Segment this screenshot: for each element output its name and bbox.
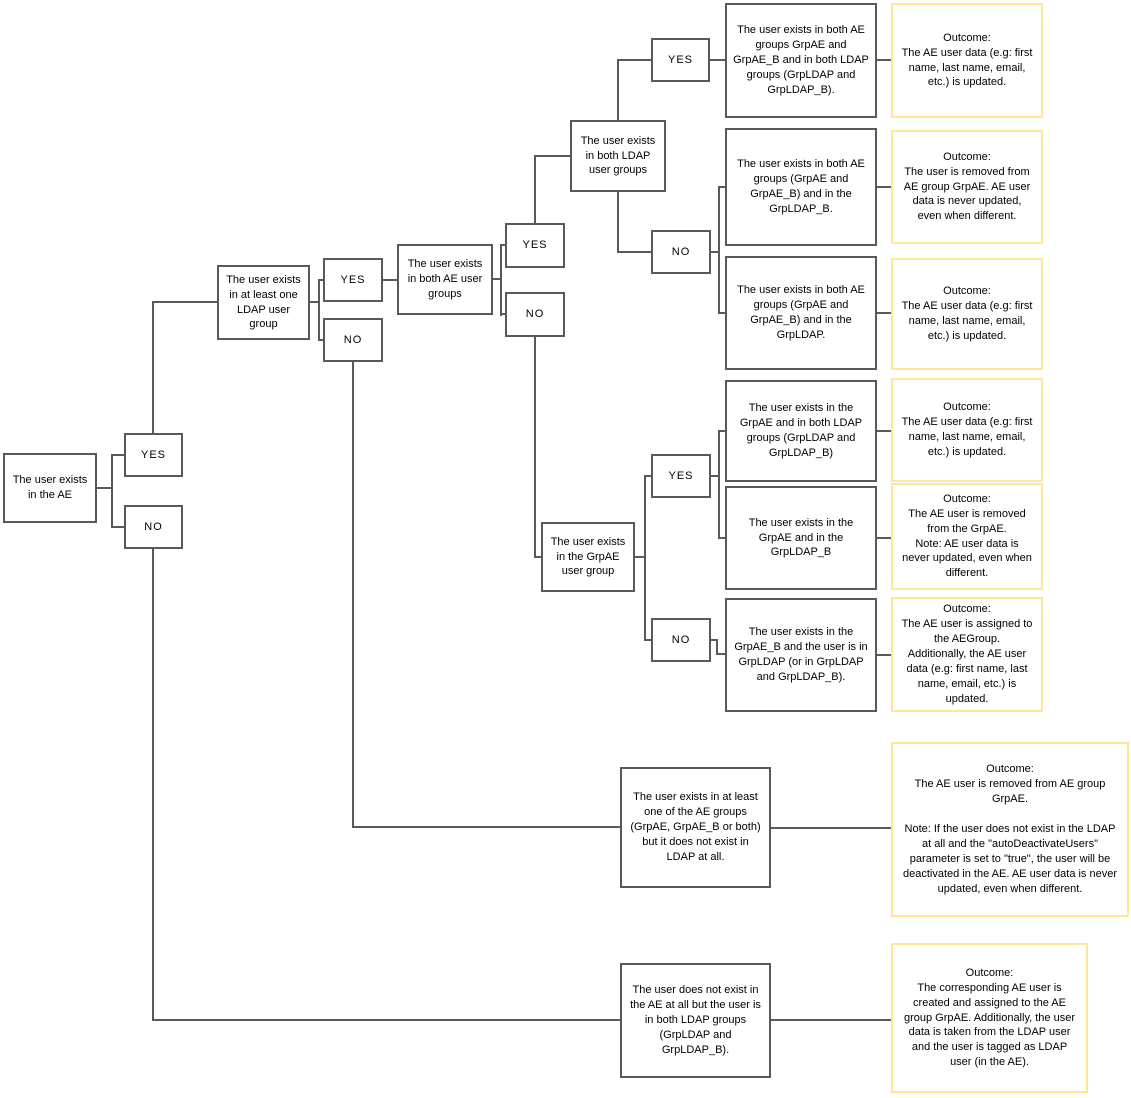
connector-root-branches	[97, 487, 111, 489]
connector-ldap-both-no-branches	[711, 251, 718, 253]
connector-grpae-branches	[644, 639, 651, 641]
branch-grpae-yes: YES	[651, 454, 711, 498]
connector-grpae-branches	[635, 556, 644, 558]
connector-ae-yes-to-ldap-any	[152, 301, 154, 433]
condition-no-ae-both-ldap: The user does not exist in the AE at all…	[620, 963, 771, 1078]
connector-ldap-both-no-branches	[718, 186, 725, 188]
node-user-in-both-ldap-groups: The user exists in both LDAP user groups	[570, 120, 666, 192]
branch-ldap-any-yes: YES	[323, 258, 383, 302]
condition-ae-groups-no-ldap: The user exists in at least one of the A…	[620, 767, 771, 888]
connector-ldap-any-branches	[318, 279, 320, 341]
connector-ldap-both-to-no	[617, 192, 619, 251]
connector-root-branches	[111, 454, 113, 528]
connector-ae-groups-branches	[500, 313, 505, 315]
connector-condition4-outcome4	[877, 430, 891, 432]
connector-grpae-yes-branches	[718, 430, 725, 432]
condition-grpae-grpldap-b: The user exists in the GrpAE and in the …	[725, 486, 877, 590]
connector-ldap-any-branches	[318, 279, 323, 281]
connector-ae-groups-branches	[500, 244, 505, 246]
connector-root-branches	[113, 526, 124, 528]
branch-ae-yes: YES	[124, 433, 183, 477]
branch-ldap-any-no: NO	[323, 318, 383, 362]
connector-grpae-no-to-condition	[711, 639, 718, 641]
connector-ldap-any-no-to-ae-groups-box	[352, 362, 354, 828]
connector-ae-no-to-no-ae-box	[152, 549, 154, 1020]
condition-grpae-b-grpldap: The user exists in the GrpAE_B and the u…	[725, 598, 877, 712]
connector-condition2-outcome2	[877, 186, 891, 188]
connector-ldap-both-to-yes	[617, 59, 651, 61]
outcome-data-updated-2: Outcome: The AE user data (e.g: first na…	[891, 258, 1043, 370]
connector-grpae-branches	[644, 475, 646, 641]
connector-ldap-any-branches	[318, 339, 323, 341]
connector-ae-no-to-no-ae-box	[152, 1019, 620, 1021]
outcome-removed-from-grpae-1: Outcome: The user is removed from AE gro…	[891, 130, 1043, 244]
condition-both-ae-grpldap-b: The user exists in both AE groups (GrpAE…	[725, 128, 877, 246]
connector-grpae-no-to-condition	[716, 639, 718, 655]
connector-condition6-outcome6	[877, 654, 891, 656]
connector-condition8-outcome8	[771, 1019, 891, 1021]
branch-ae-no: NO	[124, 505, 183, 549]
connector-condition3-outcome3	[877, 312, 891, 314]
branch-grpae-no: NO	[651, 618, 711, 662]
outcome-removed-from-grpae-2: Outcome: The AE user is removed from the…	[891, 483, 1043, 590]
connector-grpae-yes-branches	[718, 430, 720, 539]
connector-grpae-yes-branches	[711, 475, 718, 477]
connector-ae-groups-branches	[493, 278, 500, 280]
connector-ldap-any-yes-to-ae-groups	[383, 279, 397, 281]
branch-ae-groups-no: NO	[505, 292, 565, 337]
node-user-in-both-ae-groups: The user exists in both AE user groups	[397, 244, 493, 315]
connector-ldap-both-no-branches	[718, 186, 720, 314]
outcome-assigned-to-aegroup: Outcome: The AE user is assigned to the …	[891, 597, 1043, 712]
outcome-user-created: Outcome: The corresponding AE user is cr…	[891, 943, 1088, 1093]
connector-ae-groups-yes-to-ldap-both	[534, 155, 570, 157]
branch-ldap-both-no: NO	[651, 230, 711, 274]
outcome-data-updated-1: Outcome: The AE user data (e.g: first na…	[891, 3, 1043, 118]
connector-ae-groups-yes-to-ldap-both	[534, 155, 536, 223]
node-user-in-grpae-group: The user exists in the GrpAE user group	[541, 522, 635, 592]
connector-condition1-outcome1	[877, 59, 891, 61]
connector-ldap-any-branches	[310, 301, 318, 303]
connector-ldap-both-yes-to-condition	[710, 59, 725, 61]
connector-grpae-no-to-condition	[716, 653, 725, 655]
connector-grpae-branches	[644, 475, 651, 477]
connector-ae-groups-no-to-grpae	[534, 337, 536, 557]
node-user-in-at-least-one-ldap-group: The user exists in at least one LDAP use…	[217, 265, 310, 340]
node-user-exists-in-ae: The user exists in the AE	[3, 453, 97, 523]
connector-ae-groups-no-to-grpae	[534, 556, 541, 558]
connector-ldap-any-no-to-ae-groups-box	[352, 826, 620, 828]
connector-ae-yes-to-ldap-any	[152, 301, 217, 303]
connector-condition5-outcome5	[877, 537, 891, 539]
condition-both-ae-grpldap: The user exists in both AE groups (GrpAE…	[725, 256, 877, 370]
connector-root-branches	[113, 454, 124, 456]
outcome-removed-possibly-deactivated: Outcome: The AE user is removed from AE …	[891, 742, 1129, 917]
connector-ldap-both-no-branches	[718, 312, 725, 314]
branch-ldap-both-yes: YES	[651, 38, 710, 82]
outcome-data-updated-3: Outcome: The AE user data (e.g: first na…	[891, 378, 1043, 482]
connector-grpae-yes-branches	[718, 537, 725, 539]
branch-ae-groups-yes: YES	[505, 223, 565, 268]
connector-ldap-both-to-yes	[617, 59, 619, 120]
condition-grpae-both-ldap: The user exists in the GrpAE and in both…	[725, 380, 877, 482]
connector-condition7-outcome7	[771, 827, 891, 829]
condition-both-ae-both-ldap: The user exists in both AE groups GrpAE …	[725, 3, 877, 118]
connector-ae-groups-branches	[500, 244, 502, 316]
connector-ldap-both-to-no	[617, 251, 651, 253]
